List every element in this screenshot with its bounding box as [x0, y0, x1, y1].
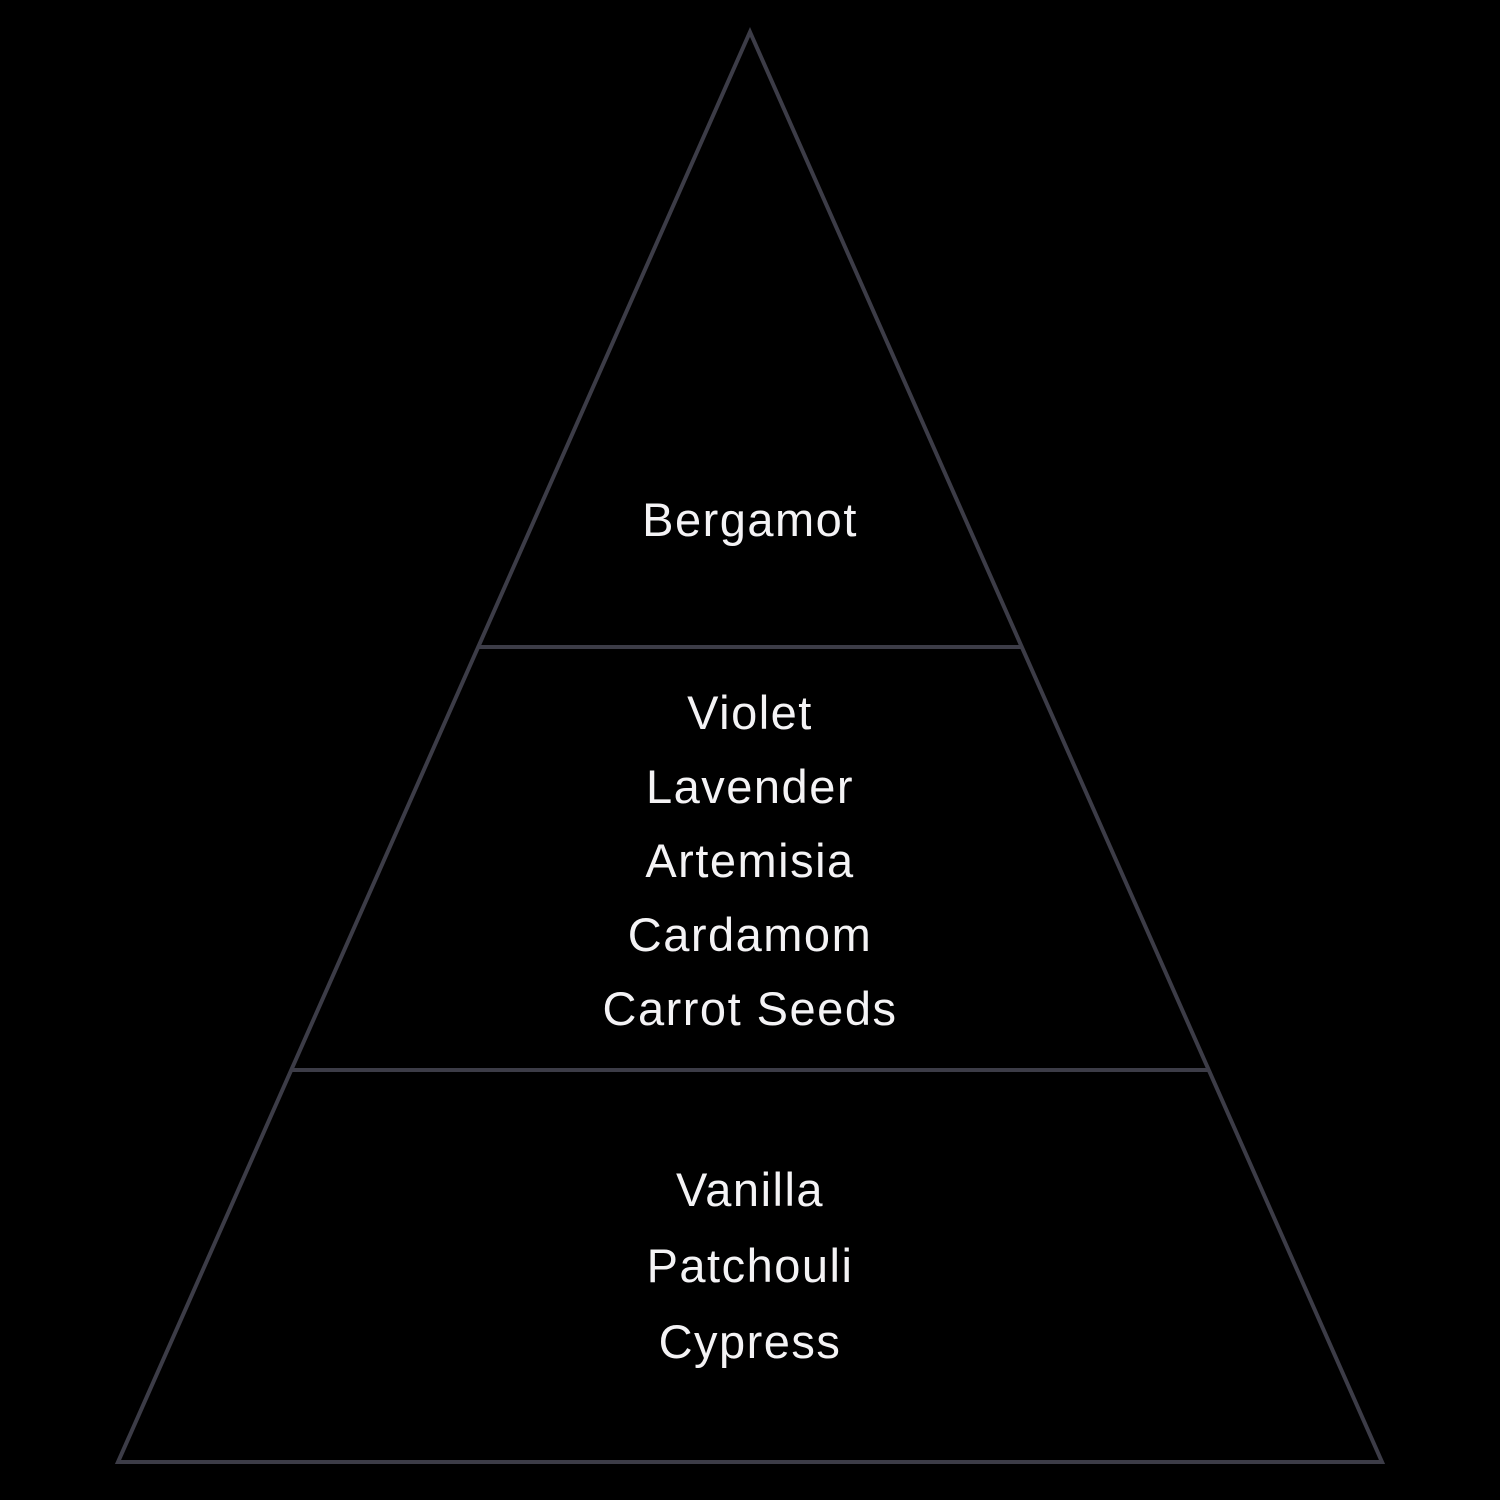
heart-note: Artemisia [645, 834, 855, 887]
heart-note: Lavender [646, 760, 854, 813]
base-note: Vanilla [675, 1163, 825, 1216]
base-note: Patchouli [646, 1239, 854, 1292]
heart-note: Violet [687, 686, 813, 739]
pyramid-outline [114, 27, 1386, 1464]
base-notes-section: Vanilla Patchouli Cypress [0, 1152, 1500, 1380]
heart-note: Cardamom [627, 908, 873, 961]
heart-note: Carrot Seeds [602, 982, 898, 1035]
top-note: Bergamot [642, 493, 858, 546]
heart-notes-section: Violet Lavender Artemisia Cardamom Carro… [0, 676, 1500, 1046]
top-notes-section: Bergamot [0, 483, 1500, 557]
base-note: Cypress [658, 1315, 842, 1368]
